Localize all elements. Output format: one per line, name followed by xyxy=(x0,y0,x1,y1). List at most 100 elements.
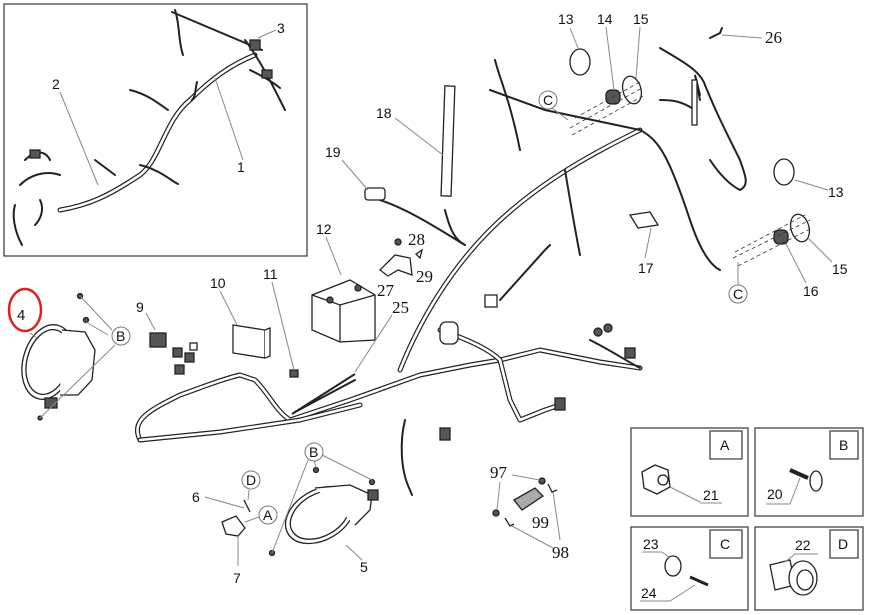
callout-c-upper xyxy=(538,90,558,110)
switch-99 xyxy=(492,477,558,527)
label-part-11: 11 xyxy=(263,266,278,282)
label-part-10: 10 xyxy=(210,275,226,291)
legend-d-letter: D xyxy=(838,536,848,552)
leader-5 xyxy=(345,544,363,561)
leader-11 xyxy=(271,281,295,371)
label-part-29: 29 xyxy=(416,267,433,286)
lamp-item-7 xyxy=(221,499,251,537)
callout-b-left-text: B xyxy=(116,328,125,344)
leader-b-right-3 xyxy=(271,459,309,554)
label-part-27: 27 xyxy=(377,281,395,300)
label-part-2: 2 xyxy=(52,76,60,92)
label-part-19: 19 xyxy=(325,144,341,160)
label-part-25: 25 xyxy=(392,298,409,317)
flanged-screw-icon xyxy=(809,470,823,492)
callout-b-left xyxy=(111,326,131,346)
leader-b-left-2 xyxy=(85,321,109,336)
leader-2 xyxy=(59,91,99,186)
lamp-16 xyxy=(773,229,789,245)
leader-15-lower xyxy=(807,237,833,263)
legend-c-part-23: 23 xyxy=(643,536,659,552)
clip-11 xyxy=(289,369,299,378)
leader-1 xyxy=(214,77,244,161)
label-part-28: 28 xyxy=(408,230,425,249)
leader-c-upper xyxy=(551,107,569,121)
label-part-13-upper: 13 xyxy=(558,11,574,27)
strip-18 xyxy=(440,85,456,197)
leader-25 xyxy=(354,314,393,373)
sensor-19 xyxy=(364,187,386,201)
bracket-27 xyxy=(379,238,424,277)
ring-15-upper xyxy=(621,75,643,105)
legend-a-letter: A xyxy=(720,437,730,453)
label-part-6: 6 xyxy=(192,489,200,505)
callout-c-lower-text: C xyxy=(733,286,743,302)
label-part-4: 4 xyxy=(17,307,25,324)
leader-18 xyxy=(394,117,444,156)
label-part-99: 99 xyxy=(532,513,549,532)
callout-b-right-text: B xyxy=(309,444,318,460)
speaker-13-lower xyxy=(773,158,795,186)
inset-frame xyxy=(3,3,308,257)
leader-17 xyxy=(644,227,652,259)
headlamp-right-part-5 xyxy=(268,466,379,557)
leader-12 xyxy=(325,236,342,276)
leader-16 xyxy=(785,243,807,284)
legend-box-b: B 20 xyxy=(754,427,864,517)
leader-b-left-1 xyxy=(79,295,113,331)
label-part-15-upper: 15 xyxy=(633,11,649,27)
lamp-17 xyxy=(628,211,660,229)
label-part-97: 97 xyxy=(490,463,508,482)
leader-4 xyxy=(29,332,38,339)
battery-12 xyxy=(311,279,376,343)
leader-10 xyxy=(219,290,238,326)
assembly-lines-lower xyxy=(732,214,813,267)
label-part-17: 17 xyxy=(638,260,654,276)
label-part-18: 18 xyxy=(376,105,392,121)
relay-block-9 xyxy=(149,332,198,375)
strap-25 xyxy=(291,373,356,415)
leader-6 xyxy=(204,496,245,509)
connector-26 xyxy=(709,27,723,39)
label-part-14: 14 xyxy=(597,11,613,27)
callout-c-upper-text: C xyxy=(543,92,553,108)
label-part-98: 98 xyxy=(552,543,569,562)
callout-d-text: D xyxy=(246,472,256,488)
leader-13-lower xyxy=(794,179,829,191)
leader-26 xyxy=(721,34,763,39)
legend-b-part: 20 xyxy=(767,486,783,502)
label-part-12: 12 xyxy=(316,221,332,237)
label-part-26: 26 xyxy=(765,28,782,47)
label-part-7: 7 xyxy=(233,570,241,586)
legend-box-c: C 23 24 xyxy=(630,526,749,611)
legend-a-part: 21 xyxy=(703,487,719,503)
label-part-15-lower: 15 xyxy=(832,261,848,277)
highlight-circle xyxy=(7,287,43,333)
callout-d xyxy=(241,470,261,490)
ring-15-lower xyxy=(789,213,811,243)
label-part-1: 1 xyxy=(237,159,245,175)
legend-box-d: D 22 xyxy=(754,526,864,611)
leader-9 xyxy=(145,312,156,331)
assembly-lines-upper xyxy=(569,81,646,136)
module-10 xyxy=(232,324,271,359)
leader-b-left-3 xyxy=(39,344,116,419)
headlamp-left-part-4 xyxy=(21,292,96,421)
label-part-5: 5 xyxy=(360,559,368,575)
legend-c-letter: C xyxy=(720,536,730,552)
label-part-9: 9 xyxy=(136,299,144,315)
leader-3 xyxy=(257,29,277,39)
label-part-3: 3 xyxy=(277,20,285,36)
leader-98-b xyxy=(511,525,554,549)
legend-c-part-24: 24 xyxy=(641,585,657,601)
leader-13-upper xyxy=(569,27,579,49)
leader-97-b xyxy=(496,481,501,511)
label-part-13-lower: 13 xyxy=(828,184,844,200)
speaker-13-upper xyxy=(569,48,591,76)
legend-box-a: A 21 xyxy=(630,427,749,517)
leader-98-a xyxy=(552,491,561,541)
washer-icon xyxy=(664,555,682,577)
leader-97-a xyxy=(511,474,541,481)
leader-d xyxy=(247,489,250,501)
